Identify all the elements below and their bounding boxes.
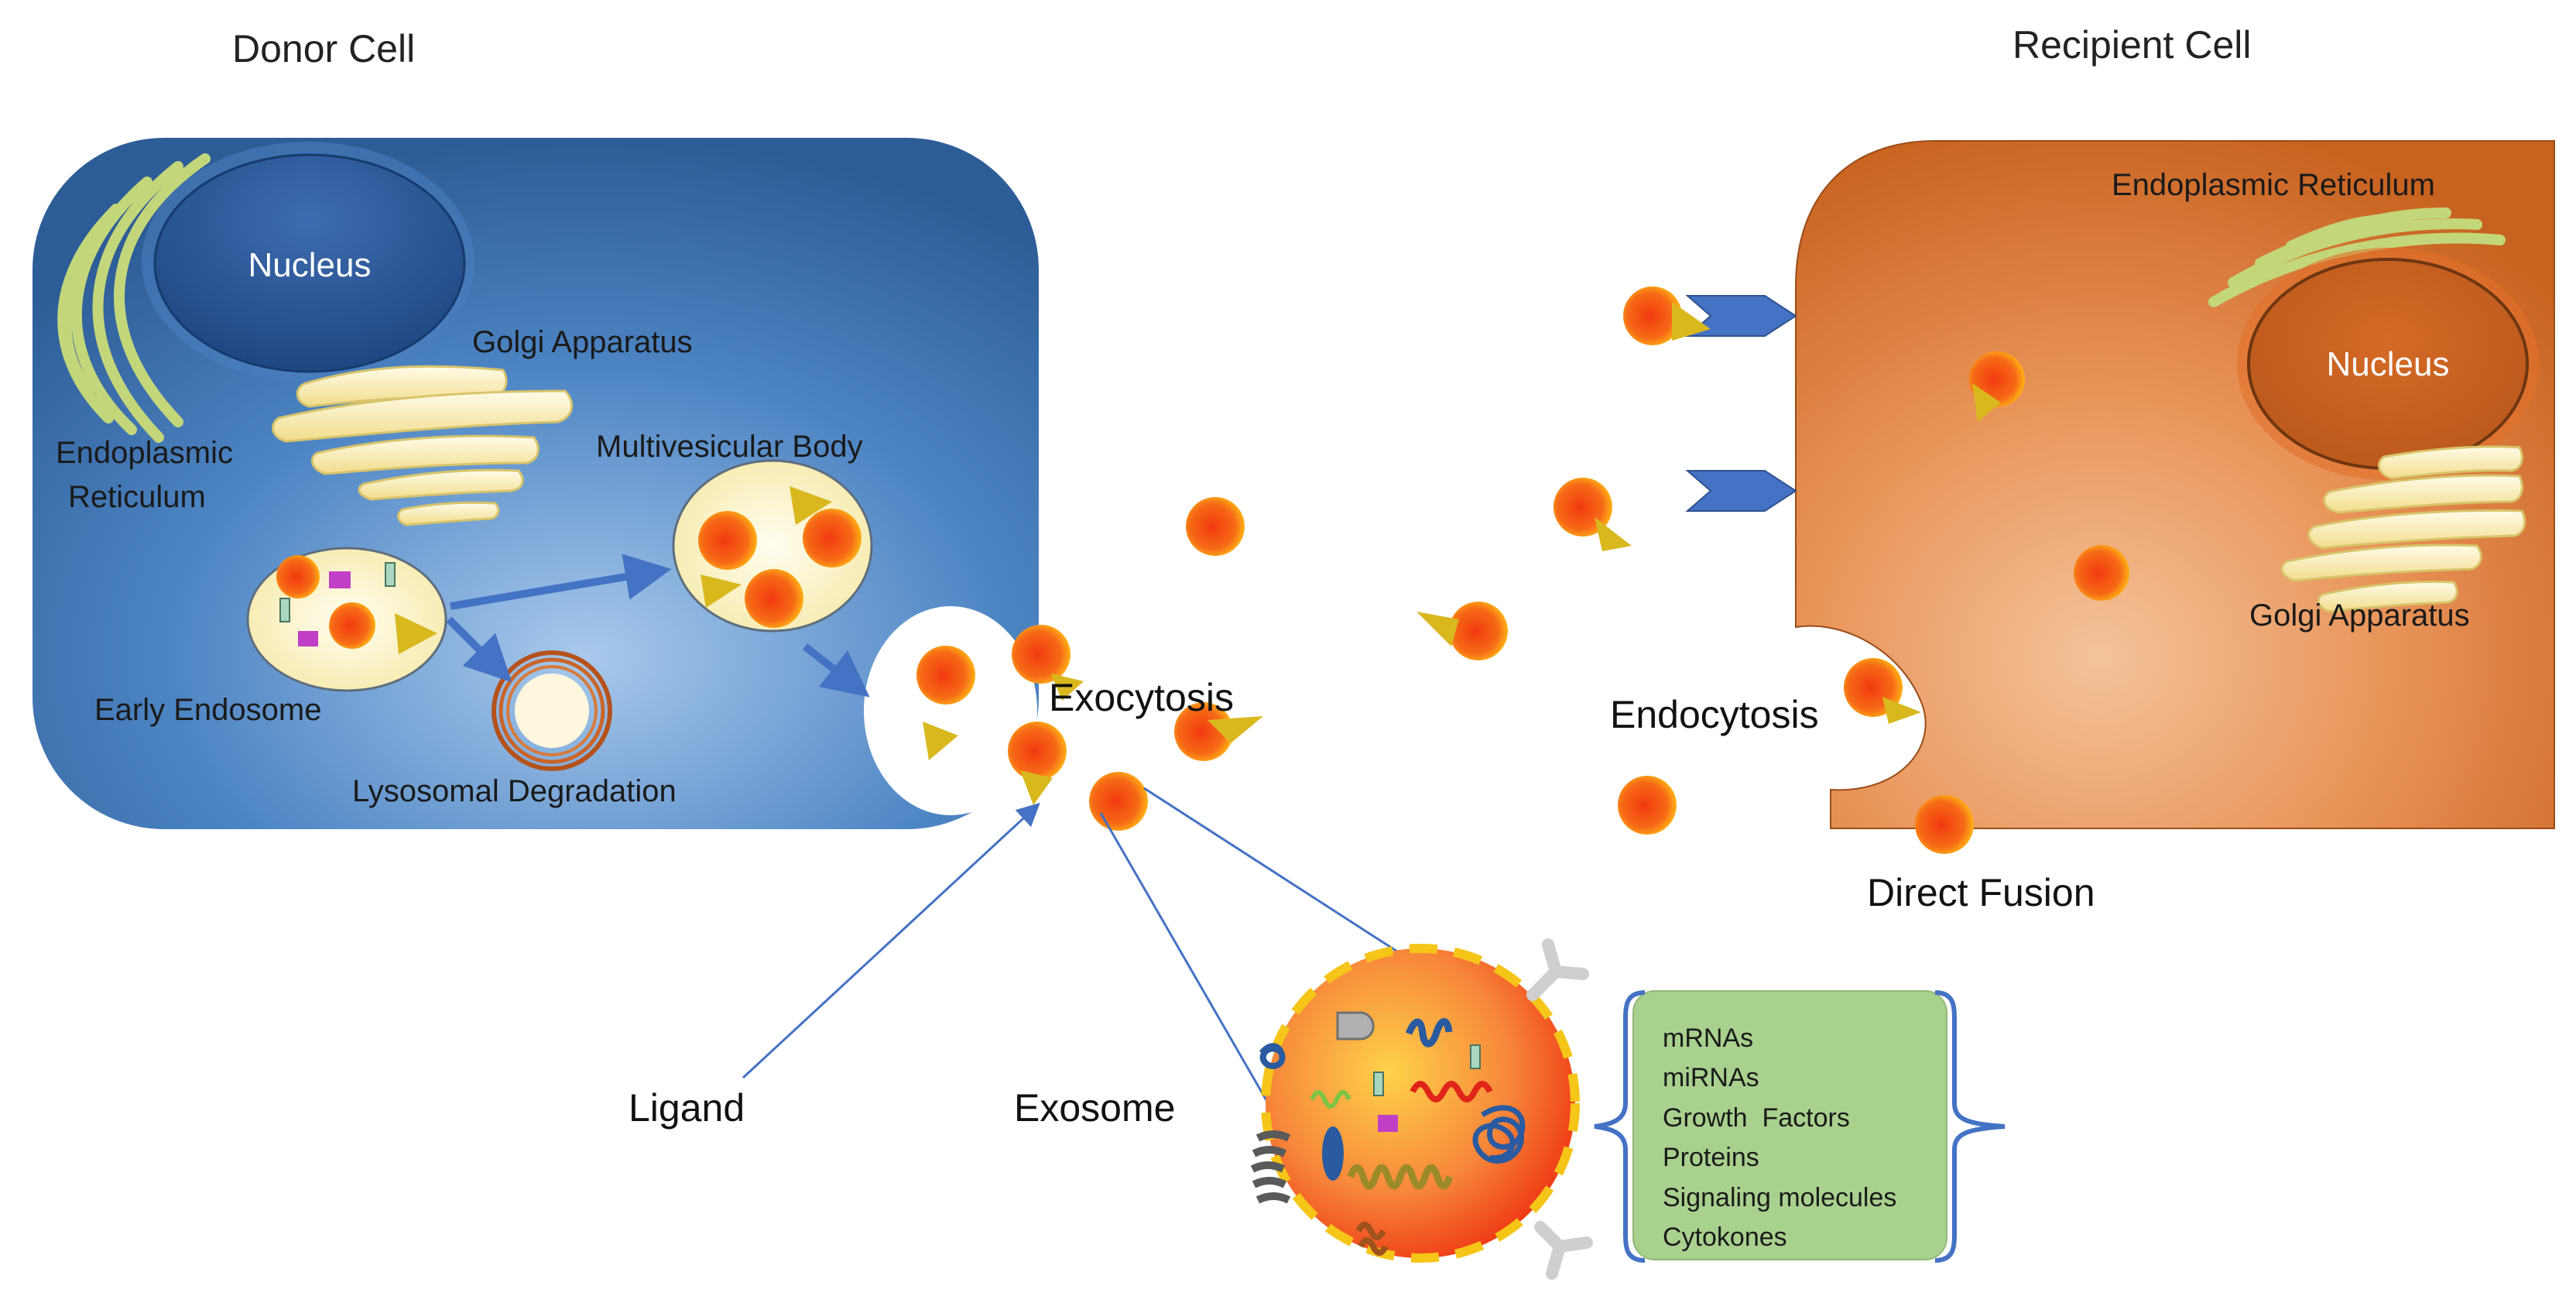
arrow-endosome-to-lysosome <box>446 616 512 683</box>
donor-golgi <box>272 365 574 526</box>
mrna-icon <box>1347 1164 1454 1190</box>
cargo-item: mRNAs <box>1663 1024 1753 1053</box>
recipient-internal-vesicle <box>2074 545 2129 601</box>
mvb-label: Multivesicular Body <box>596 430 863 464</box>
protein-coil-icon <box>1405 1018 1453 1048</box>
mvb-vesicle <box>745 569 803 628</box>
rna-brown-icon <box>1355 1222 1389 1256</box>
cargo-item: Signaling molecules <box>1663 1183 1896 1212</box>
exosome-vesicle <box>1618 776 1677 835</box>
donor-nucleus-label: Nucleus <box>248 246 372 284</box>
early-endosome-label: Early Endosome <box>94 693 321 727</box>
zoom-line <box>1143 787 1417 965</box>
recipient-golgi <box>2280 445 2526 613</box>
exosome-vesicle <box>1008 722 1067 805</box>
protein-coil-icon <box>1259 1043 1286 1069</box>
early-endosome <box>246 547 447 692</box>
endosome-vesicle <box>329 602 375 649</box>
protein-tangle-icon <box>1472 1105 1526 1164</box>
receptor-chevron <box>1685 295 1797 337</box>
cargo-item: Proteins <box>1663 1143 1759 1172</box>
recipient-er-label: Endoplasmic Reticulum <box>2112 168 2435 202</box>
exosome-label: Exosome <box>1014 1086 1175 1130</box>
donor-er-label-line2: Reticulum <box>68 480 206 514</box>
direct-fusion-vesicle <box>1915 795 1974 854</box>
donor-cell-heading: Donor Cell <box>232 27 415 70</box>
enlarged-exosome <box>1250 938 1593 1280</box>
donor-nucleus: Nucleus <box>142 142 474 382</box>
notch-ligand <box>923 722 958 760</box>
rna-green-icon <box>1310 1090 1351 1109</box>
recipient-nucleus-label: Nucleus <box>2327 345 2450 383</box>
right-brace-icon <box>1934 990 2006 1263</box>
recipient-golgi-label: Golgi Apparatus <box>2249 598 2470 633</box>
exosome-vesicle <box>1174 702 1263 761</box>
protein-icon <box>1336 1011 1375 1041</box>
mvb-ligand <box>790 486 832 525</box>
endosome-cargo <box>279 598 290 622</box>
mirna-icon <box>1410 1081 1493 1102</box>
exosome-vesicle <box>1416 602 1508 660</box>
rna-gray-icon <box>1250 1130 1291 1204</box>
endosome-vesicle <box>276 555 320 598</box>
recipient-cell-heading: Recipient Cell <box>2012 23 2251 67</box>
ligand-pointer <box>742 802 1040 1079</box>
exosome-vesicle <box>1012 625 1084 701</box>
mvb-ligand <box>701 574 742 608</box>
endocytosis-vesicle <box>1844 658 1921 724</box>
multivesicular-body <box>672 459 873 633</box>
cargo-box: mRNAs miRNAs Growth Factors Proteins Sig… <box>1594 990 2006 1263</box>
donor-golgi-label: Golgi Apparatus <box>472 325 693 359</box>
recipient-er <box>2208 207 2506 307</box>
donor-er-label-line1: Endoplasmic <box>56 436 233 470</box>
exosome-vesicle <box>1089 772 1148 831</box>
receptor-chevron <box>1685 470 1797 512</box>
donor-pathway-arrows <box>446 554 870 698</box>
lysosomal-degradation-label: Lysosomal Degradation <box>352 774 677 808</box>
exosome-vesicle <box>1186 497 1245 556</box>
mvb-vesicle <box>698 511 757 570</box>
endosome-cargo <box>329 571 351 588</box>
arrow-endosome-to-mvb <box>450 554 672 610</box>
cargo-oval-icon <box>1322 1126 1344 1181</box>
endosome-cargo <box>385 562 396 587</box>
cargo-item: Cytokones <box>1663 1222 1787 1252</box>
lysosome <box>492 650 612 771</box>
cargo-rect-icon <box>1470 1044 1481 1069</box>
notch-vesicle <box>916 646 975 705</box>
zoom-line <box>1099 812 1271 1106</box>
ligand-label: Ligand <box>629 1086 745 1130</box>
mvb-vesicle <box>803 509 862 567</box>
endocytosis-label: Endocytosis <box>1610 693 1819 736</box>
exosome-vesicle <box>1623 286 1711 345</box>
donor-er <box>57 153 211 443</box>
arrow-mvb-to-exocytosis <box>802 643 870 698</box>
endosome-cargo <box>298 631 318 646</box>
left-brace-icon <box>1594 990 1646 1263</box>
direct-fusion-label: Direct Fusion <box>1867 871 2095 914</box>
exocytosis-label: Exocytosis <box>1049 676 1234 719</box>
cargo-rect-icon <box>1373 1072 1384 1096</box>
endosome-ligand <box>395 613 437 654</box>
cargo-item: miRNAs <box>1663 1063 1759 1092</box>
exosome-vesicle <box>1553 478 1632 551</box>
recipient-nucleus: Nucleus <box>2237 248 2539 480</box>
cargo-square-icon <box>1378 1115 1398 1132</box>
surface-receptor-icon <box>1526 938 1593 1280</box>
recipient-internal-vesicle <box>1969 351 2025 422</box>
cargo-item: Growth Factors <box>1663 1103 1850 1133</box>
